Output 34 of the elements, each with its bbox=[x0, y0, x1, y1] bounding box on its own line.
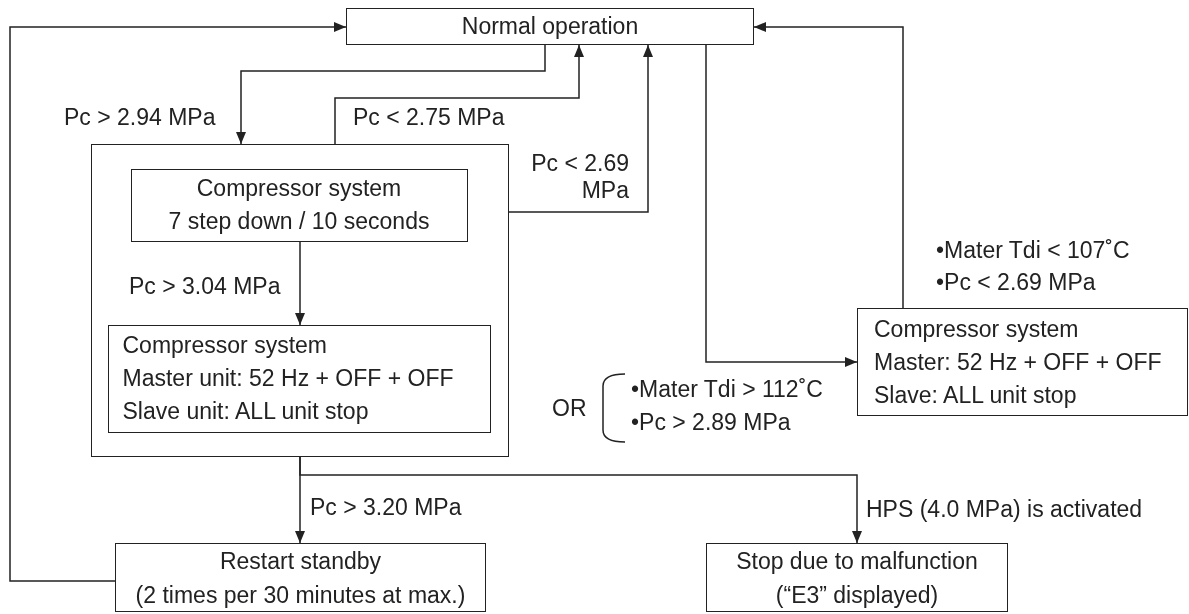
box-text: Compressor system bbox=[874, 314, 1079, 344]
connector-arrow bbox=[9, 22, 347, 582]
connector-arrow bbox=[753, 22, 904, 309]
box-text: Stop due to malfunction bbox=[736, 546, 978, 576]
process-box bbox=[857, 308, 1188, 416]
box-text: Slave unit: ALL unit stop bbox=[122, 397, 369, 426]
box-text: Slave: ALL unit stop bbox=[874, 380, 1077, 410]
condition-label: OR bbox=[552, 394, 587, 423]
box-text: Master unit: 52 Hz + OFF + OFF bbox=[122, 364, 454, 393]
condition-label: •Mater Tdi < 107˚C bbox=[936, 236, 1130, 265]
connector-arrow bbox=[295, 241, 305, 326]
condition-label: •Mater Tdi > 112˚C bbox=[631, 375, 823, 404]
box-text: Restart standby bbox=[219, 546, 382, 576]
box-text: Master: 52 Hz + OFF + OFF bbox=[874, 347, 1162, 377]
connector-arrow bbox=[334, 44, 584, 145]
process-box bbox=[107, 324, 491, 433]
process-box bbox=[346, 8, 754, 45]
condition-label: •Pc < 2.69 MPa bbox=[936, 268, 1096, 297]
process-box bbox=[706, 543, 1008, 612]
process-box bbox=[115, 543, 486, 612]
connector-arrow bbox=[705, 44, 858, 367]
edge-label: HPS (4.0 MPa) is activated bbox=[866, 496, 1143, 523]
condition-label: •Pc > 2.89 MPa bbox=[631, 408, 791, 437]
process-box bbox=[130, 168, 468, 242]
box-text: (“E3” displayed) bbox=[775, 580, 939, 610]
group-box bbox=[91, 144, 509, 457]
box-text: (2 times per 30 minutes at max.) bbox=[135, 580, 466, 610]
connector-arrow bbox=[236, 44, 546, 145]
box-text: Compressor system bbox=[196, 174, 402, 203]
box-text: 7 step down / 10 seconds bbox=[168, 207, 430, 236]
connector-arrow bbox=[299, 456, 862, 544]
box-text: Compressor system bbox=[122, 331, 327, 360]
connector-arrow bbox=[508, 44, 653, 213]
box-text: Normal operation bbox=[461, 15, 639, 38]
